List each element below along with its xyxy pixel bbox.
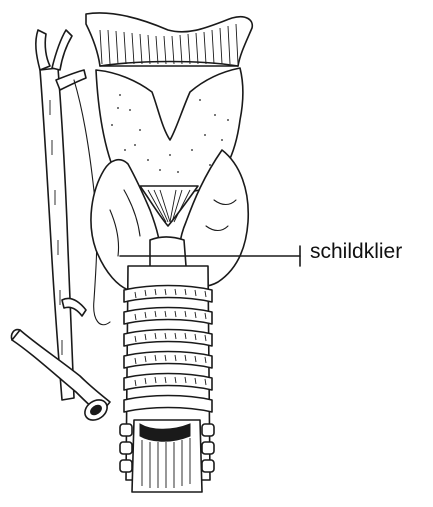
thyroid-label: schildklier <box>310 241 402 262</box>
trachea <box>120 266 214 492</box>
hyoid-region <box>86 13 252 66</box>
thyroid-isthmus <box>150 237 186 269</box>
